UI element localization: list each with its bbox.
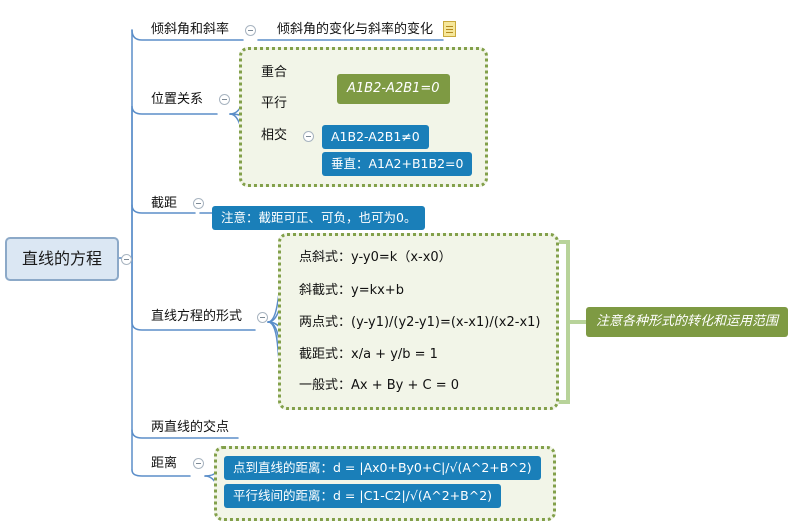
collapse-icon[interactable] — [303, 131, 314, 142]
forms-group-frame — [278, 233, 559, 410]
parallel-condition-summary[interactable]: A1B2-A2B1=0 — [337, 74, 450, 104]
form-two-point[interactable]: 两点式：(y-y1)/(y2-y1)=(x-x1)/(x2-x1) — [299, 315, 541, 330]
topic-intersection-point[interactable]: 两直线的交点 — [151, 420, 230, 435]
form-intercept[interactable]: 截距式：x/a + y/b = 1 — [299, 347, 438, 362]
collapse-icon[interactable] — [193, 198, 204, 209]
distance-point-to-line[interactable]: 点到直线的距离：d = |Ax0+By0+C|/√(A^2+B^2) — [224, 456, 541, 480]
topic-line-forms[interactable]: 直线方程的形式 — [151, 309, 243, 324]
distance-parallel-lines[interactable]: 平行线间的距离：d = |C1-C2|/√(A^2+B^2) — [224, 484, 502, 508]
topic-distance[interactable]: 距离 — [151, 456, 178, 471]
collapse-icon[interactable] — [219, 94, 230, 105]
form-general[interactable]: 一般式：Ax + By + C = 0 — [299, 378, 460, 393]
collapse-icon[interactable] — [245, 25, 256, 36]
topic-position-relation[interactable]: 位置关系 — [151, 92, 204, 107]
subtopic-parallel[interactable]: 平行 — [261, 96, 288, 111]
intercept-note[interactable]: 注意：截距可正、可负，也可为0。 — [212, 206, 426, 230]
subtopic-intersect[interactable]: 相交 — [261, 128, 288, 143]
form-point-slope[interactable]: 点斜式：y-y0=k（x-x0） — [299, 250, 452, 265]
note-icon[interactable] — [443, 21, 456, 37]
root-topic[interactable]: 直线的方程 — [5, 237, 119, 281]
collapse-icon[interactable] — [193, 458, 204, 469]
subtopic-coincide[interactable]: 重合 — [261, 65, 288, 80]
form-slope-intercept[interactable]: 斜截式：y=kx+b — [299, 283, 404, 298]
collapse-icon[interactable] — [121, 254, 132, 265]
perpendicular-condition[interactable]: 垂直：A1A2+B1B2=0 — [322, 152, 473, 176]
intersect-condition[interactable]: A1B2-A2B1≠0 — [322, 125, 429, 149]
incline-note[interactable]: 倾斜角的变化与斜率的变化 — [277, 22, 434, 37]
forms-summary[interactable]: 注意各种形式的转化和运用范围 — [586, 307, 789, 337]
topic-incline-slope[interactable]: 倾斜角和斜率 — [151, 22, 230, 37]
topic-intercept[interactable]: 截距 — [151, 196, 178, 211]
collapse-icon[interactable] — [257, 312, 268, 323]
